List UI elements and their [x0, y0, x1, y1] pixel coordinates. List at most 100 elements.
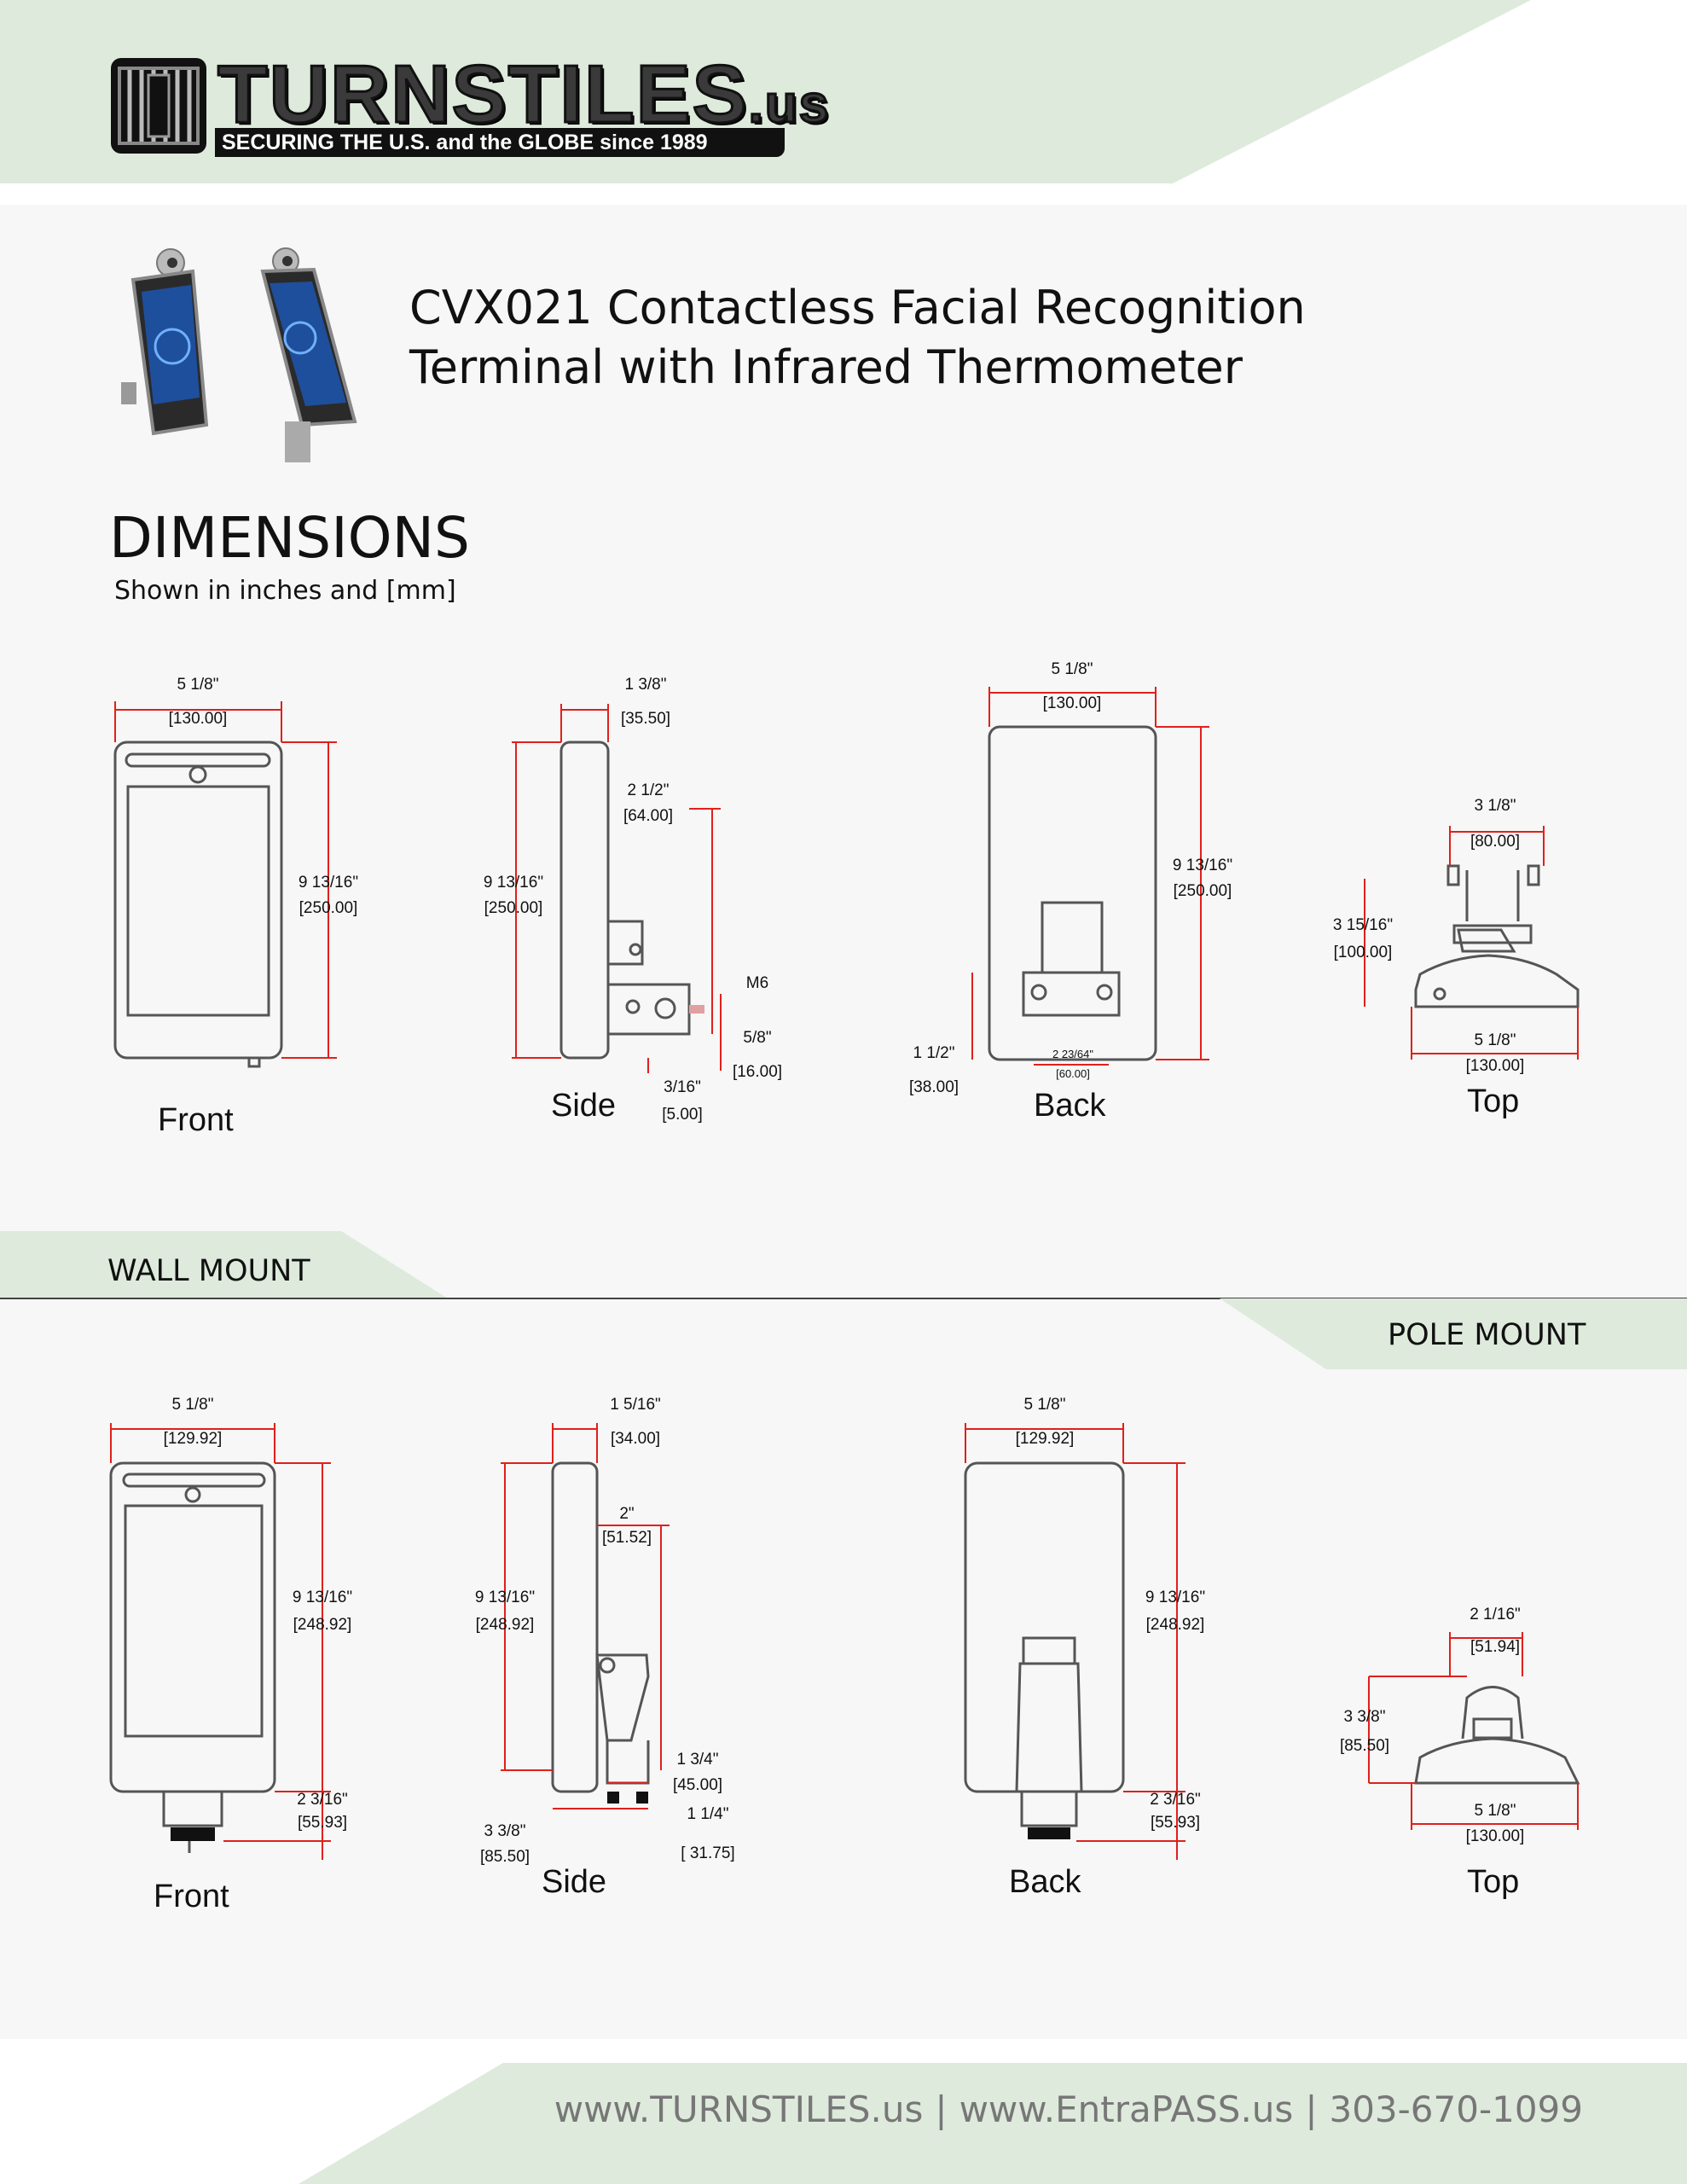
content-panel	[0, 205, 1687, 2039]
pole-front-height-mm: [248.92]	[293, 1616, 352, 1634]
wall-mount-tab	[0, 1231, 448, 1298]
pole-front-pole-in: 2 3/16"	[297, 1791, 348, 1809]
dimensions-heading: DIMENSIONS	[109, 505, 470, 571]
product-images	[121, 247, 357, 462]
page-title: CVX021 Contactless Facial Recognition Te…	[409, 278, 1306, 398]
wall-top-label: Top	[1467, 1083, 1520, 1119]
pole-side-bracket-mm: [51.52]	[602, 1529, 652, 1547]
wall-back-bracket-h-mm: [38.00]	[909, 1078, 959, 1096]
pole-top-label: Top	[1467, 1864, 1520, 1900]
wall-front-drawing: 5 1/8" [130.00] 9 13/16" [250.00]	[113, 676, 358, 1068]
wall-side-thread: M6	[746, 974, 768, 992]
title-line-1: CVX021 Contactless Facial Recognition	[409, 281, 1306, 334]
wall-side-depth-mm: [35.50]	[621, 710, 670, 728]
wall-side-offset-in: 5/8"	[743, 1029, 771, 1047]
pole-side-stem-mm: [ 31.75]	[681, 1844, 734, 1862]
brand-logo: TURNSTILES.us SECURING THE U.S. and the …	[111, 48, 830, 157]
pole-side-total-mm: [85.50]	[480, 1848, 530, 1866]
terminal-wall-image	[121, 248, 209, 436]
wall-mount-drawings: .o{fill:none;stroke:#555;stroke-width:3}…	[113, 660, 1580, 1124]
pole-side-drawing: 1 5/16" [34.00] 2" [51.52] 9 13/16" [248…	[475, 1396, 735, 1866]
wall-back-hole-in: 2 23/64"	[1052, 1048, 1093, 1060]
pole-top-width-in: 2 1/16"	[1470, 1606, 1521, 1623]
pole-front-height-in: 9 13/16"	[293, 1589, 352, 1606]
wall-mount-label: WALL MOUNT	[107, 1254, 310, 1288]
pole-front-label: Front	[154, 1879, 229, 1914]
pole-back-label: Back	[1009, 1864, 1081, 1900]
pole-back-height-in: 9 13/16"	[1145, 1589, 1205, 1606]
pole-top-depth-mm: [85.50]	[1340, 1737, 1389, 1755]
pole-side-height-in: 9 13/16"	[475, 1589, 535, 1606]
wall-top-depth-mm: [100.00]	[1334, 944, 1393, 961]
dimensions-subheading: Shown in inches and [mm]	[114, 576, 456, 606]
pole-back-height-mm: [248.92]	[1146, 1616, 1205, 1634]
pole-top-base-mm: [130.00]	[1466, 1827, 1525, 1845]
wall-side-small-in: 3/16"	[664, 1078, 701, 1096]
wall-top-depth-in: 3 15/16"	[1333, 916, 1393, 934]
wall-side-bracket-in: 2 1/2"	[627, 781, 669, 799]
wall-back-height-mm: [250.00]	[1174, 882, 1232, 900]
terminal-pole-image	[260, 247, 357, 462]
pole-side-height-mm: [248.92]	[476, 1616, 535, 1634]
pole-back-width-mm: [129.92]	[1016, 1430, 1075, 1448]
footer-separator: |	[935, 2088, 948, 2130]
brand-name: TURNSTILES.us	[217, 48, 831, 142]
turnstile-icon	[111, 58, 206, 154]
pole-top-base-in: 5 1/8"	[1474, 1802, 1516, 1820]
wall-back-label: Back	[1034, 1088, 1106, 1124]
pole-side-depth-mm: [34.00]	[611, 1430, 660, 1448]
footer-band	[299, 2063, 1687, 2184]
pole-top-drawing: 2 1/16" [51.94] 3 3/8" [85.50] 5 1/8" [1…	[1340, 1606, 1580, 1845]
wall-back-drawing: 5 1/8" [130.00] 9 13/16" [250.00] 1 1/2"…	[909, 660, 1232, 1096]
brand-tagline: SECURING THE U.S. and the GLOBE since 19…	[215, 128, 785, 157]
pole-top-width-mm: [51.94]	[1470, 1638, 1520, 1656]
pole-side-total-in: 3 3/8"	[484, 1822, 525, 1840]
wall-front-label: Front	[158, 1102, 234, 1138]
pole-top-depth-in: 3 3/8"	[1343, 1708, 1385, 1726]
wall-top-width-in: 5 1/8"	[1474, 1031, 1516, 1049]
title-line-2: Terminal with Infrared Thermometer	[409, 340, 1243, 394]
wall-side-height-mm: [250.00]	[484, 899, 543, 917]
pole-back-pole-mm: [55.93]	[1151, 1814, 1200, 1832]
pole-mount-label: POLE MOUNT	[1388, 1318, 1586, 1352]
wall-back-hole-mm: [60.00]	[1056, 1067, 1090, 1080]
footer-site-entrapass[interactable]: www.EntraPASS.us	[959, 2088, 1294, 2130]
wall-side-small-mm: [5.00]	[662, 1106, 703, 1124]
wall-side-bracket-mm: [64.00]	[623, 807, 673, 825]
pole-back-drawing: 5 1/8" [129.92] 9 13/16" [248.92] 2 3/16…	[964, 1396, 1205, 1860]
wall-top-width-mm: [130.00]	[1466, 1057, 1525, 1075]
footer-contact: www.TURNSTILES.us | www.EntraPASS.us | 303-6…	[554, 2088, 1583, 2130]
wall-back-bracket-h-in: 1 1/2"	[913, 1044, 954, 1062]
pole-side-label: Side	[542, 1864, 607, 1900]
pole-side-bracket-in: 2"	[619, 1505, 634, 1523]
wall-back-width-mm: [130.00]	[1043, 694, 1102, 712]
wall-side-height-in: 9 13/16"	[484, 874, 543, 892]
wall-side-label: Side	[551, 1088, 617, 1124]
wall-back-width-in: 5 1/8"	[1051, 660, 1093, 678]
wall-side-depth-in: 1 3/8"	[624, 676, 666, 694]
wall-top-bracket-mm: [80.00]	[1470, 833, 1520, 851]
pole-front-drawing: 5 1/8" [129.92] 9 13/16" [248.92] 2 3/16…	[109, 1396, 352, 1860]
wall-side-drawing: 1 3/8" [35.50] 2 1/2" [64.00] 9 13/16" […	[484, 676, 782, 1124]
footer-separator: |	[1305, 2088, 1318, 2130]
pole-mount-drawings: .o{fill:none;stroke:#555;stroke-width:3}…	[109, 1396, 1580, 1866]
pole-side-base-mm: [45.00]	[673, 1776, 722, 1794]
pole-back-width-in: 5 1/8"	[1023, 1396, 1065, 1414]
pole-side-stem-in: 1 1/4"	[687, 1805, 728, 1823]
pole-front-width-mm: [129.92]	[164, 1430, 223, 1448]
pole-side-base-in: 1 3/4"	[676, 1751, 718, 1769]
footer-site-turnstiles[interactable]: www.TURNSTILES.us	[554, 2088, 924, 2130]
pole-back-pole-in: 2 3/16"	[1150, 1791, 1201, 1809]
wall-back-height-in: 9 13/16"	[1173, 857, 1232, 874]
wall-top-drawing: 3 1/8" [80.00] 3 15/16" [100.00] 5 1/8" …	[1333, 797, 1580, 1075]
wall-front-width-mm: [130.00]	[169, 710, 228, 728]
wall-front-height-in: 9 13/16"	[299, 874, 358, 892]
wall-side-offset-mm: [16.00]	[733, 1063, 782, 1081]
pole-front-width-in: 5 1/8"	[171, 1396, 213, 1414]
footer-phone: 303-670-1099	[1329, 2088, 1583, 2130]
pole-mount-tab	[1220, 1298, 1687, 1369]
wall-top-bracket-in: 3 1/8"	[1474, 797, 1516, 815]
wall-front-width-in: 5 1/8"	[177, 676, 218, 694]
wall-front-height-mm: [250.00]	[299, 899, 358, 917]
